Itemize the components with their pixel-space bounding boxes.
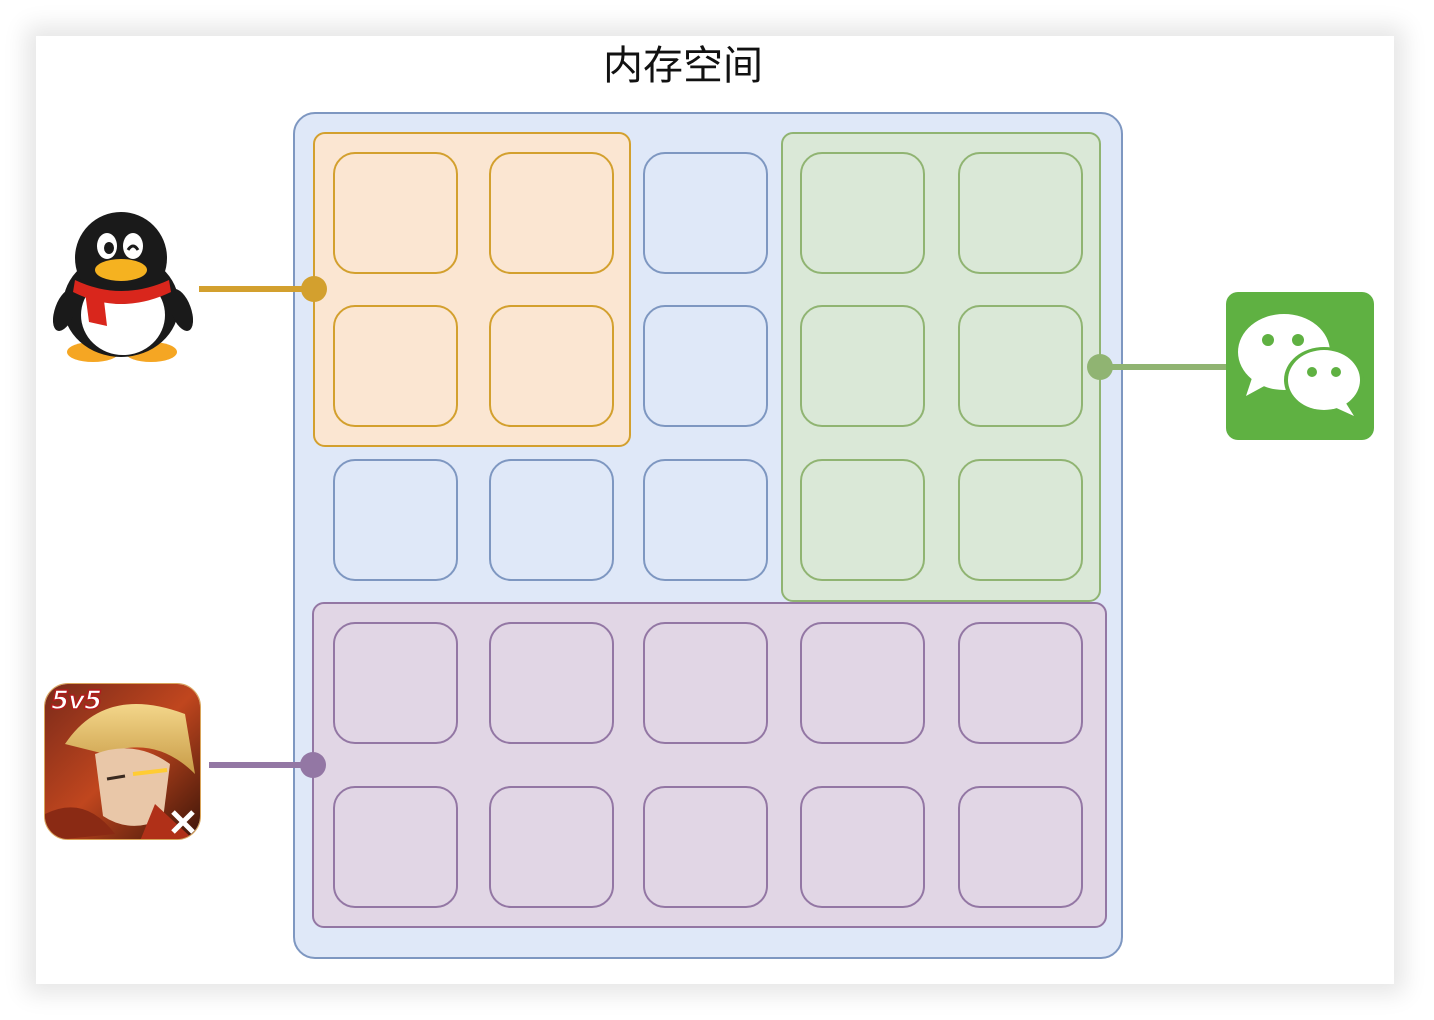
wechat-memory-block [800,152,925,274]
qq-connector-line [199,286,314,292]
game-memory-block [489,622,614,744]
game-memory-block [489,786,614,908]
game-badge-label: 5v5 [50,685,103,717]
qq-memory-block [489,305,614,427]
free-memory-block [643,152,768,274]
qq-connector-dot [301,276,327,302]
free-memory-block [333,459,458,581]
game-memory-block [333,622,458,744]
wechat-connector-line [1100,364,1227,370]
diagram-title: 内存空间 [603,43,763,89]
game-5v5-icon: 5v5 [44,683,201,840]
free-memory-block [643,459,768,581]
wechat-memory-block [800,305,925,427]
game-memory-block [800,622,925,744]
game-memory-block [643,786,768,908]
game-memory-block [333,786,458,908]
free-memory-block [489,459,614,581]
game-connector-dot [300,752,326,778]
wechat-icon [1226,292,1374,440]
game-memory-block [643,622,768,744]
qq-memory-block [333,305,458,427]
game-memory-block [958,622,1083,744]
game-connector-line [209,762,313,768]
qq-memory-block [489,152,614,274]
game-memory-block [800,786,925,908]
qq-penguin-icon [52,210,194,365]
wechat-connector-dot [1087,354,1113,380]
game-memory-block [958,786,1083,908]
wechat-memory-block [800,459,925,581]
qq-memory-block [333,152,458,274]
free-memory-block [643,305,768,427]
wechat-memory-block [958,459,1083,581]
wechat-memory-block [958,305,1083,427]
wechat-memory-block [958,152,1083,274]
